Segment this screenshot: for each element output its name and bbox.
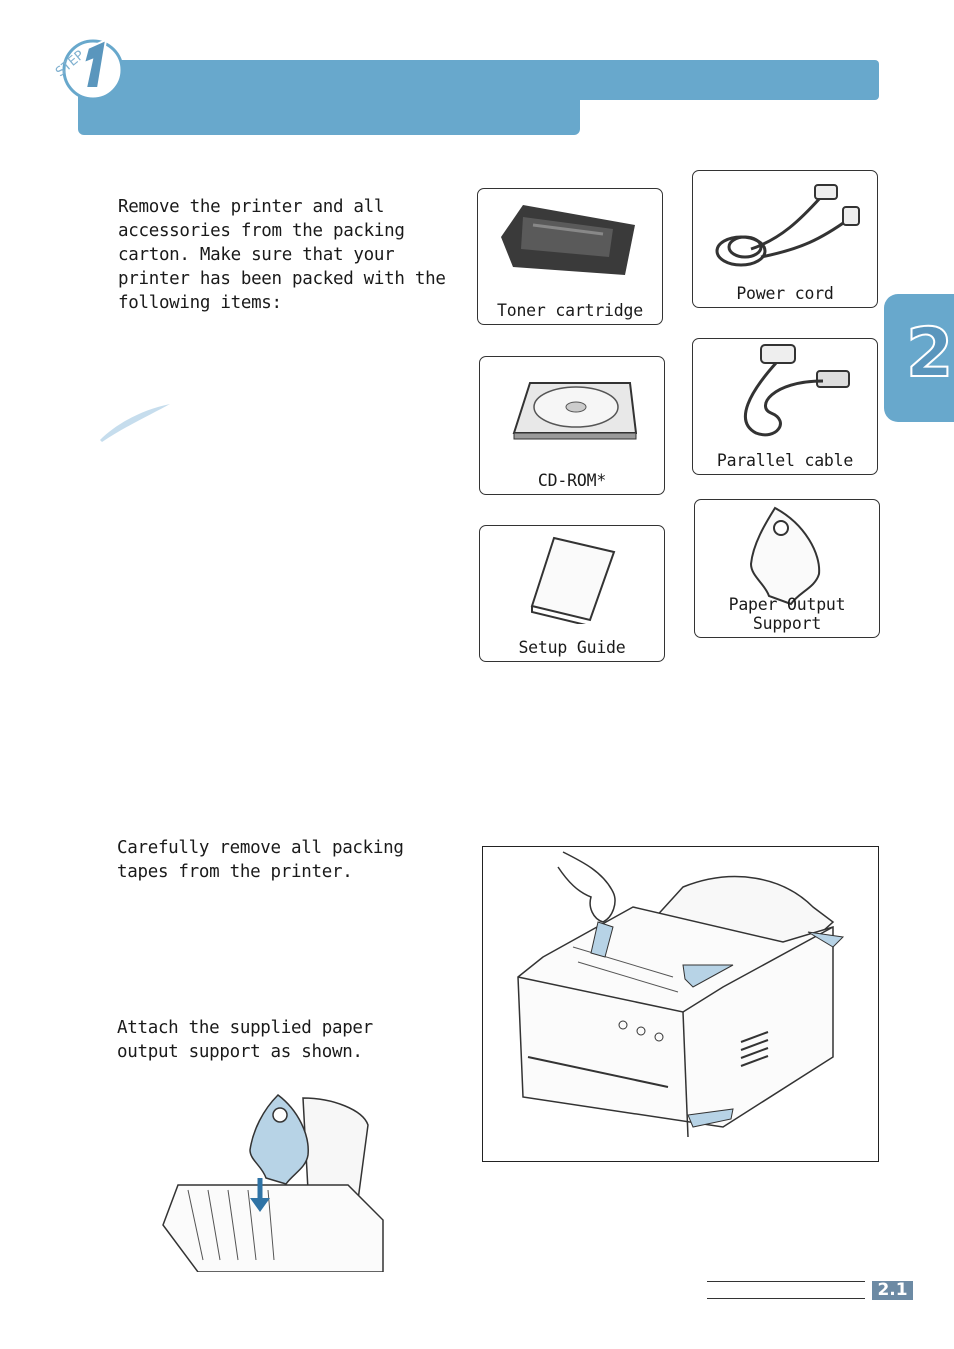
attach-support-illustration-icon [162, 1094, 384, 1272]
toner-cartridge-icon [501, 205, 635, 275]
item-box-parallel-cable: Parallel cable [692, 338, 878, 475]
page-number-badge [872, 1281, 913, 1300]
cdrom-label: CD-ROM* [537, 471, 607, 490]
setup-guide-icon [530, 536, 616, 624]
page-number: 2.1 [877, 1280, 908, 1300]
printer-tape-removal-icon [517, 851, 845, 1138]
power-cord-label: Power cord [736, 284, 834, 303]
item-box-toner: Toner cartridge [477, 188, 663, 325]
tapes-text: Carefully remove all packing tapes from … [117, 838, 404, 882]
toner-label: Toner cartridge [496, 301, 643, 320]
item-box-setup-guide: Setup Guide [479, 525, 665, 662]
setup-guide-label: Setup Guide [518, 638, 626, 657]
brush-stroke-icon [100, 404, 170, 442]
chapter-tab: 2 [884, 294, 954, 422]
parallel-cable-label: Parallel cable [716, 451, 854, 470]
item-box-cdrom: CD-ROM* [479, 356, 665, 495]
intro-text: Remove the printer and all accessories f… [118, 197, 446, 313]
header-banner-extension [78, 90, 580, 135]
step-badge-icon: STEP [53, 38, 124, 101]
footer-rule-bottom [707, 1298, 865, 1299]
parallel-cable-icon [743, 344, 850, 437]
paper-support-label: Paper Output Support [728, 595, 846, 633]
footer-rule-top [707, 1281, 865, 1282]
paper-output-support-icon [749, 506, 821, 606]
printer-illustration-frame [482, 846, 879, 1162]
cd-case-icon [512, 382, 637, 440]
attach-text: Attach the supplied paper output support… [117, 1018, 373, 1062]
item-box-power-cord: Power cord [692, 170, 878, 308]
item-box-paper-support: Paper Output Support [694, 499, 880, 638]
power-cord-icon [715, 184, 860, 267]
chapter-number: 2 [905, 314, 954, 393]
